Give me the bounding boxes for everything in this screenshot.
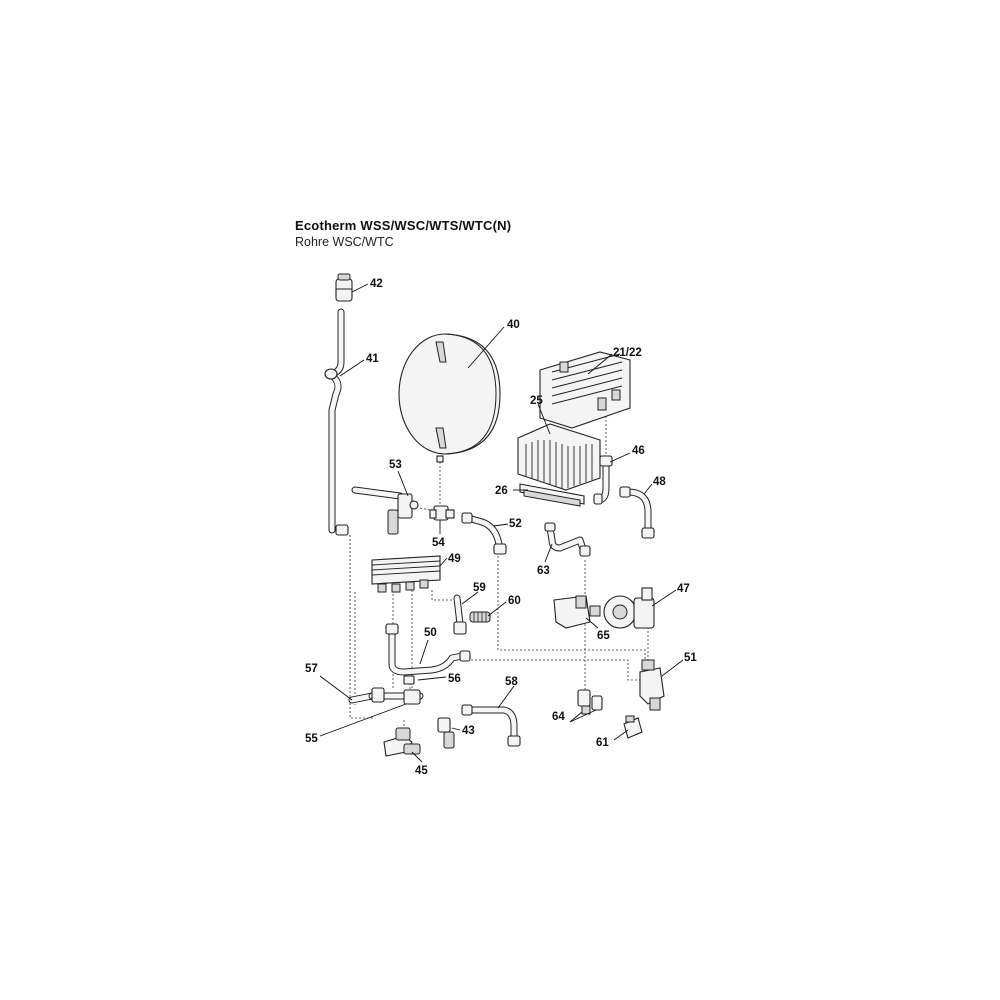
callout-58: 58 xyxy=(505,676,518,688)
part-48-pipe xyxy=(619,486,655,539)
callout-46: 46 xyxy=(632,445,645,457)
part-40-expansion-vessel xyxy=(398,333,501,463)
part-50-pipe xyxy=(385,623,471,676)
part-21-22-heat-exchanger xyxy=(539,351,631,429)
part-63-pipe xyxy=(544,522,591,557)
diagram-subtitle: Rohre WSC/WTC xyxy=(295,235,394,249)
part-25-burner xyxy=(517,423,601,491)
part-26-manifold xyxy=(519,483,585,507)
callout-45: 45 xyxy=(415,765,428,777)
part-53-valve xyxy=(351,486,419,535)
part-54-tee-fitting xyxy=(429,505,455,521)
callout-41: 41 xyxy=(366,353,379,365)
part-46-pipe xyxy=(593,455,613,505)
part-51-valve-assembly xyxy=(639,659,665,711)
part-56-nipple xyxy=(403,675,415,685)
part-58-pipe xyxy=(461,704,521,747)
callout-25: 25 xyxy=(530,395,543,407)
part-65-gas-valve xyxy=(553,595,601,629)
callout-47: 47 xyxy=(677,583,690,595)
callout-labels: 42 40 41 21/22 25 46 53 26 48 52 54 49 6… xyxy=(305,278,697,777)
part-64-fittings xyxy=(577,689,603,715)
callout-60: 60 xyxy=(508,595,521,607)
part-41-pipe xyxy=(324,308,349,536)
part-47-pump xyxy=(603,587,655,629)
callout-42: 42 xyxy=(370,278,383,290)
diagram-title: Ecotherm WSS/WSC/WTS/WTC(N) xyxy=(295,218,512,233)
part-60-filter xyxy=(469,611,491,623)
callout-56: 56 xyxy=(448,673,461,685)
callout-59: 59 xyxy=(473,582,486,594)
callout-48: 48 xyxy=(653,476,666,488)
callout-49: 49 xyxy=(448,553,461,565)
part-43-fitting xyxy=(437,717,455,749)
part-59-fitting xyxy=(453,594,467,635)
callout-54: 54 xyxy=(432,537,445,549)
callout-63: 63 xyxy=(537,565,550,577)
part-42-air-vent xyxy=(335,273,353,302)
leader-lines xyxy=(319,283,684,763)
part-55-tee-pipe xyxy=(368,687,424,705)
callout-64: 64 xyxy=(552,711,565,723)
part-49-plate-heat-exchanger xyxy=(371,555,441,593)
callout-61: 61 xyxy=(596,737,609,749)
callout-57: 57 xyxy=(305,663,318,675)
callout-26: 26 xyxy=(495,485,508,497)
callout-50: 50 xyxy=(424,627,437,639)
callout-65: 65 xyxy=(597,630,610,642)
callout-21-22: 21/22 xyxy=(613,347,642,359)
callout-52: 52 xyxy=(509,518,522,530)
callout-43: 43 xyxy=(462,725,475,737)
part-45-filling-valve xyxy=(383,727,421,757)
part-52-pipe xyxy=(461,512,507,555)
callout-53: 53 xyxy=(389,459,402,471)
part-61-sensor xyxy=(623,715,643,739)
callout-51: 51 xyxy=(684,652,697,664)
callout-55: 55 xyxy=(305,733,318,745)
callout-40: 40 xyxy=(507,319,520,331)
